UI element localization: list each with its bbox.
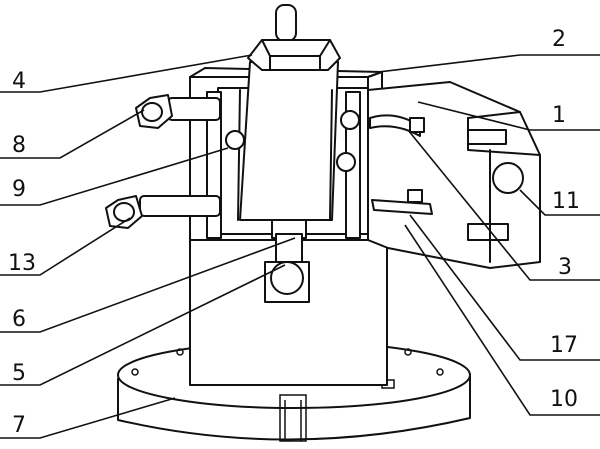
label-7: 7: [12, 413, 26, 438]
label-5: 5: [12, 361, 26, 386]
label-1: 1: [552, 103, 566, 128]
right-side-block: [367, 81, 541, 269]
label-9: 9: [12, 177, 26, 202]
label-17: 17: [550, 333, 578, 358]
rollers: [225, 110, 360, 172]
bolt-upper: [135, 94, 221, 129]
bolt-lower: [105, 195, 221, 229]
bottom-roller: [264, 219, 310, 303]
pressure-cap: [247, 4, 341, 71]
label-2: 2: [552, 27, 566, 52]
label-3: 3: [558, 255, 572, 280]
leader-lines: [0, 54, 600, 439]
label-6: 6: [12, 307, 26, 332]
label-4: 4: [12, 69, 26, 94]
clamp-arms: [369, 114, 433, 215]
callout-labels: 4 8 9 13 6 5 7 2 1 11 3 17 10: [8, 27, 580, 438]
workpiece: [206, 61, 369, 239]
label-10: 10: [550, 387, 578, 412]
label-13: 13: [8, 251, 36, 276]
label-11: 11: [552, 189, 580, 214]
label-8: 8: [12, 133, 26, 158]
